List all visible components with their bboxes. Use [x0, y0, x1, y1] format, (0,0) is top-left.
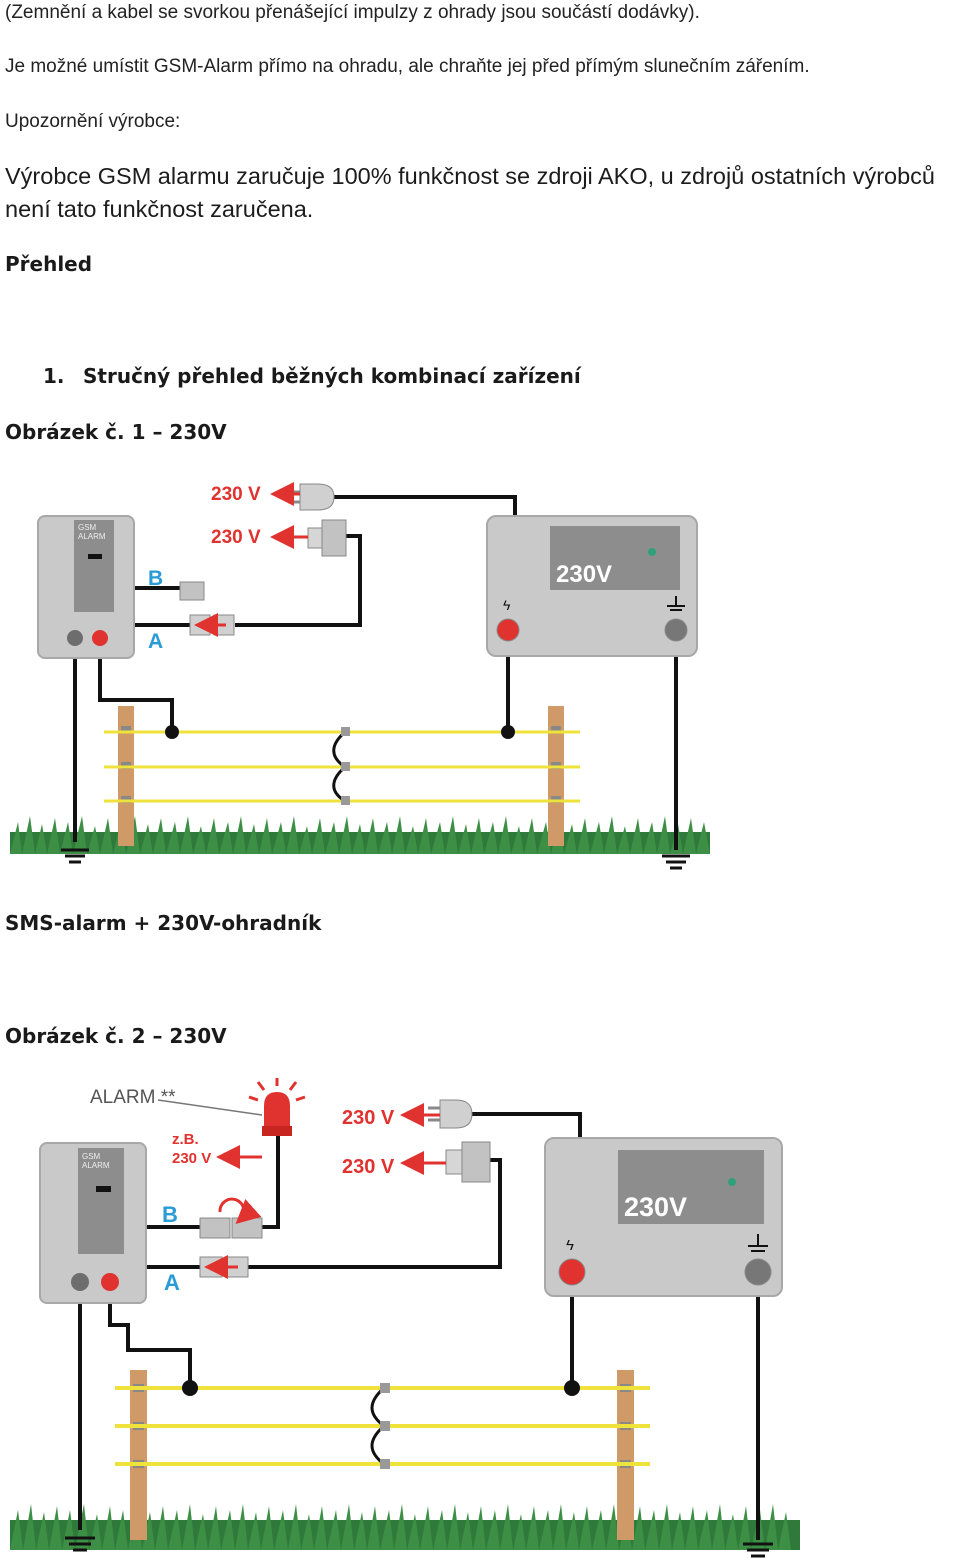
manufacturer-notice-heading: Upozornění výrobce: — [5, 111, 181, 132]
alarm-beacon — [248, 1078, 306, 1136]
energizer-230v: 230V ϟ — [544, 1137, 783, 1297]
terminal-b-label: B — [162, 1202, 178, 1227]
gsm-alarm-device: GSM ALARM — [37, 515, 135, 659]
alarm-label: ALARM ** — [90, 1087, 176, 1108]
fence-post-right — [548, 706, 564, 846]
svg-text:ALARM: ALARM — [82, 1161, 110, 1170]
terminal-a-label: A — [164, 1270, 180, 1295]
figure1-diagram: GSM ALARM 230V ϟ 230 V 230 V B A — [10, 482, 710, 870]
label-230v-adapter: 230 V — [342, 1156, 395, 1178]
section-number: 1. — [43, 364, 65, 388]
figure1-caption: SMS-alarm + 230V-ohradník — [5, 911, 322, 935]
grass-strip — [10, 816, 710, 854]
overview-heading: Přehled — [5, 252, 93, 276]
fence-post-left — [130, 1370, 147, 1540]
alarm-pointer-line — [157, 1099, 263, 1116]
label-230v-adapter: 230 V — [211, 527, 261, 548]
grass-strip — [10, 1504, 800, 1550]
terminal-a-label: A — [148, 630, 163, 653]
figure2-title: Obrázek č. 2 – 230V — [5, 1024, 227, 1048]
label-230v-plug: 230 V — [211, 484, 261, 505]
power-plug — [288, 483, 335, 511]
power-plug — [428, 1099, 473, 1129]
label-230v-plug: 230 V — [342, 1107, 395, 1129]
section-title: Stručný přehled běžných kombinací zaříze… — [83, 364, 581, 388]
terminal-b-connector — [179, 581, 205, 601]
zb-230v-label: 230 V — [172, 1150, 211, 1167]
fence-post-right — [617, 1370, 634, 1540]
svg-text:230V: 230V — [624, 1192, 687, 1222]
placement-paragraph: Je možné umístit GSM-Alarm přímo na ohra… — [5, 56, 810, 77]
figure2-diagram: ALARM ** GSM ALARM 230V ϟ — [10, 1078, 800, 1558]
note-paragraph: (Zemnění a kabel se svorkou přenášející … — [5, 2, 700, 23]
svg-text:GSM: GSM — [82, 1152, 101, 1161]
ground-symbol-left — [65, 1536, 95, 1552]
svg-text:ϟ: ϟ — [503, 597, 511, 613]
figure1-title: Obrázek č. 1 – 230V — [5, 420, 227, 444]
svg-text:ALARM: ALARM — [78, 532, 106, 541]
svg-text:GSM: GSM — [78, 523, 97, 532]
terminal-b-label: B — [148, 567, 163, 590]
energizer-230v: 230V ϟ — [486, 515, 698, 657]
manufacturer-notice-text: Výrobce GSM alarmu zaručuje 100% funkčno… — [5, 163, 935, 222]
ground-symbol-left — [61, 848, 89, 864]
relay-connector-b — [199, 1197, 263, 1239]
fence-post-left — [118, 706, 134, 846]
svg-text:230V: 230V — [556, 561, 612, 588]
ground-symbol-right — [743, 1542, 773, 1558]
power-adapter — [307, 519, 347, 557]
svg-text:ϟ: ϟ — [566, 1237, 574, 1254]
power-adapter — [445, 1141, 491, 1183]
zb-label: z.B. — [172, 1131, 199, 1148]
ground-symbol-right — [662, 854, 690, 870]
gsm-alarm-device: GSM ALARM — [39, 1142, 147, 1304]
